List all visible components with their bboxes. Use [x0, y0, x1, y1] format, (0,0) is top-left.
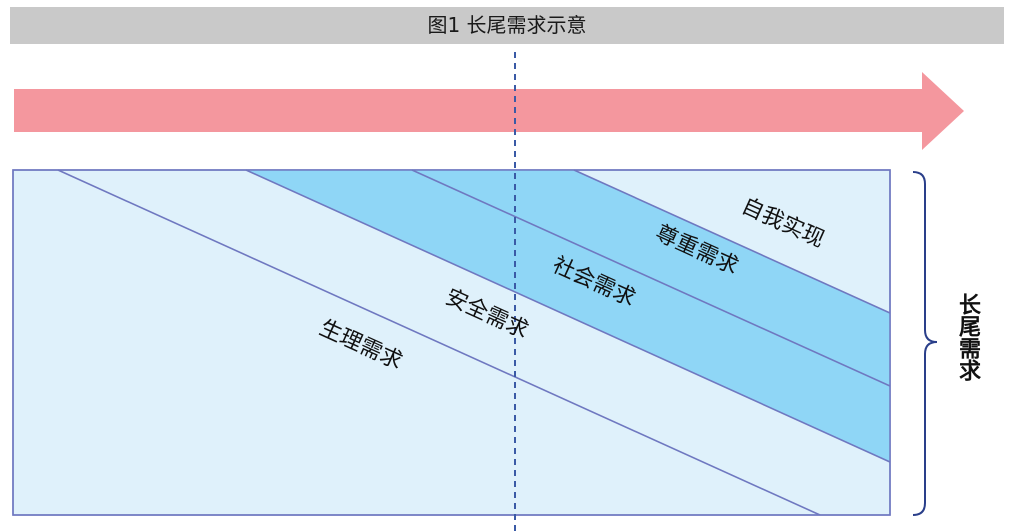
right-brace	[912, 171, 938, 516]
direction-arrow	[14, 72, 964, 150]
divider-line-1	[57, 169, 821, 516]
divider-line-4	[573, 169, 891, 314]
figure-title: 图1 长尾需求示意	[427, 13, 587, 37]
divider-line-3	[411, 169, 891, 387]
long-tail-label: 长尾需求	[955, 293, 980, 381]
title-bar: 图1 长尾需求示意	[10, 7, 1004, 44]
divider-line-2	[245, 169, 891, 463]
